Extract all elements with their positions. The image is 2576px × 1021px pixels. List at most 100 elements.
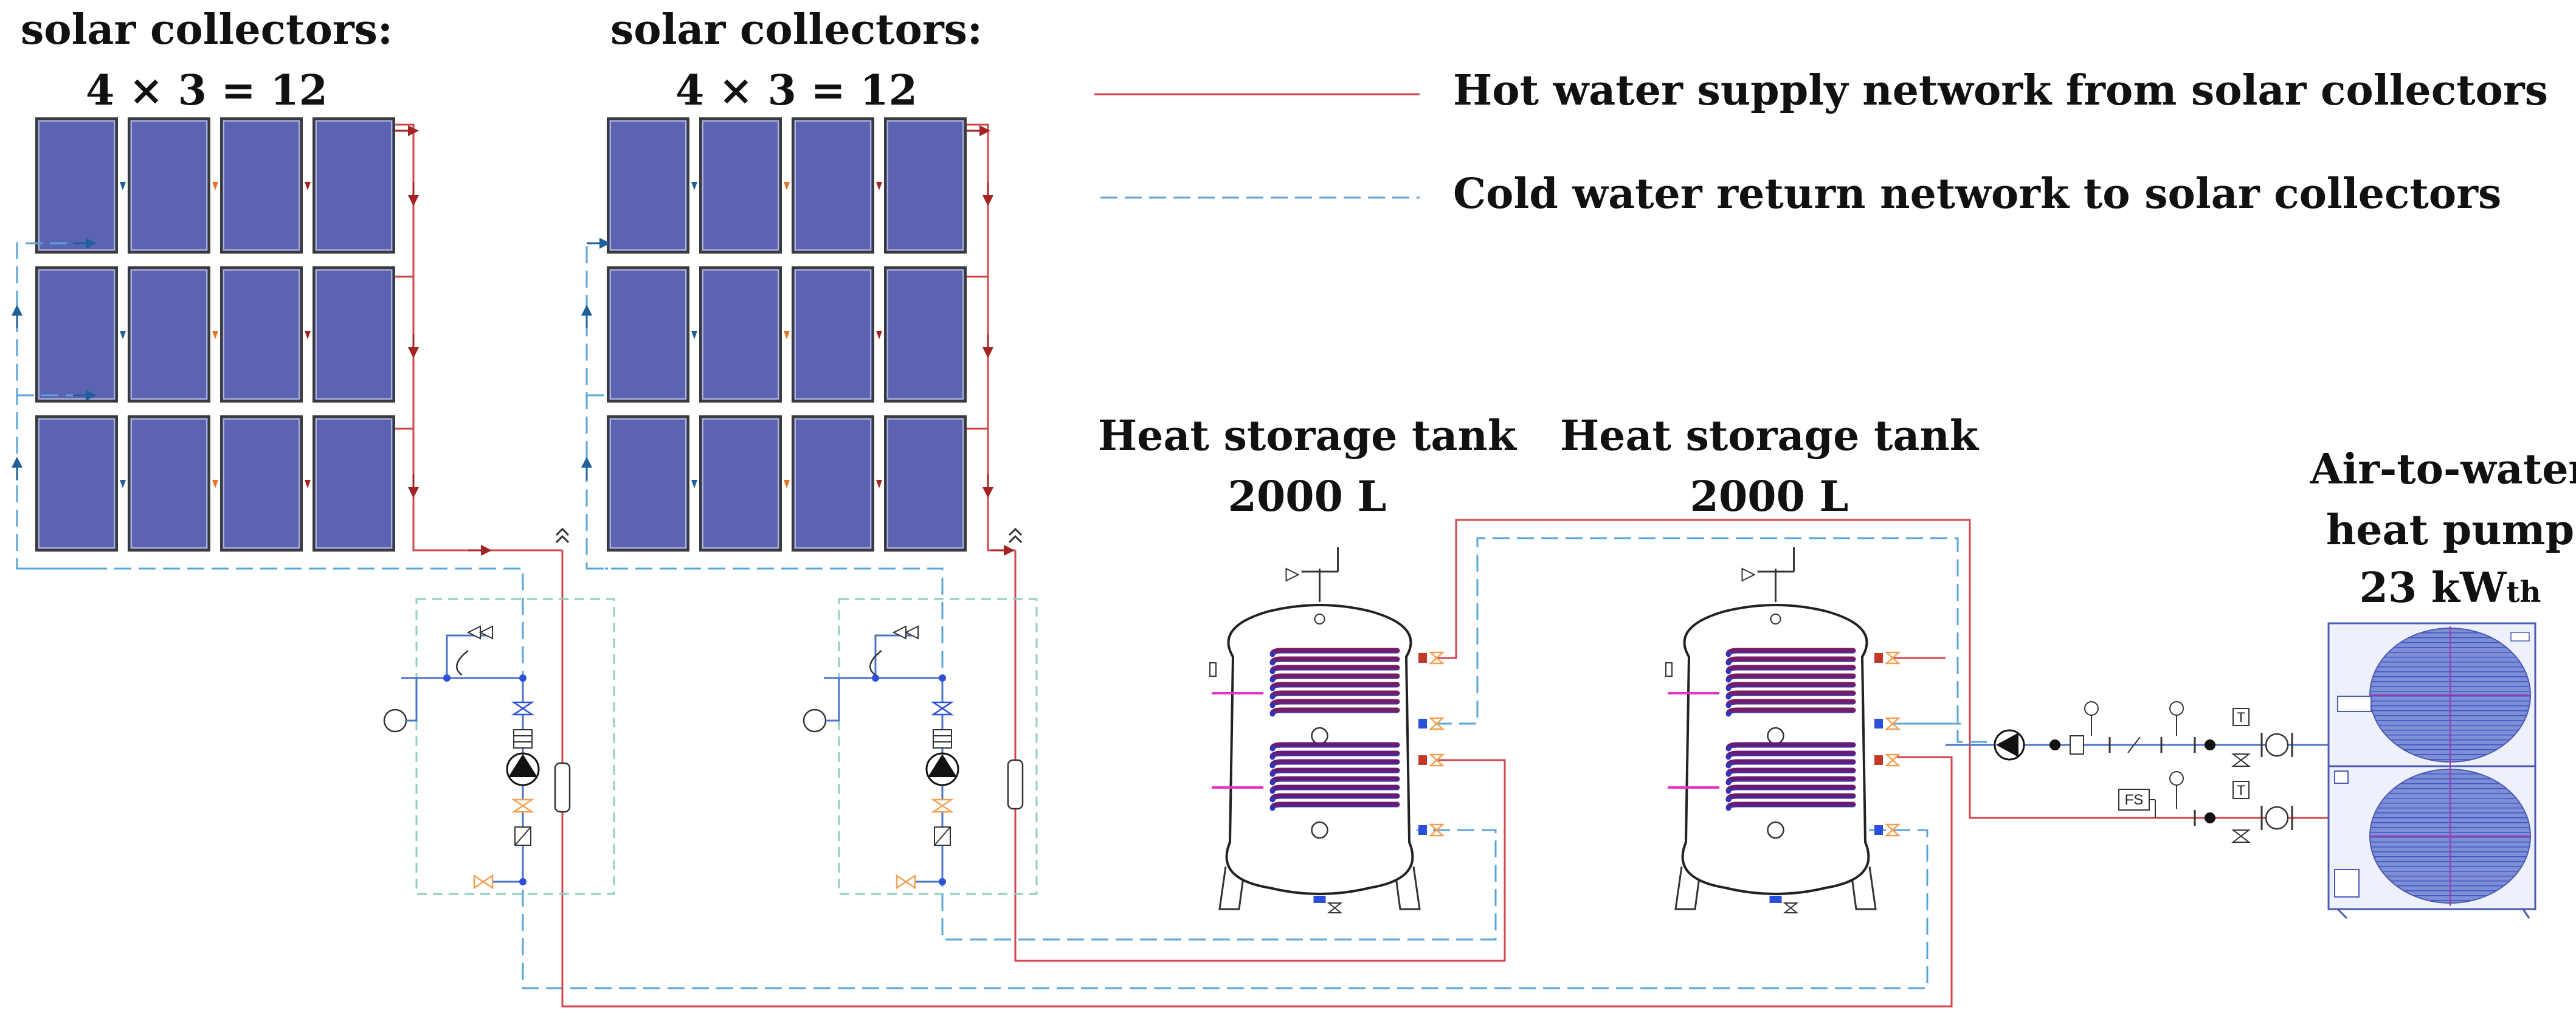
hot-main-2: [1014, 550, 1506, 962]
panel-frame: [38, 418, 115, 549]
solar-collector-panel: [35, 117, 118, 254]
tank-port-icon: [1311, 821, 1328, 839]
solar-collector-panel: [313, 266, 395, 403]
tank-leg: [1674, 866, 1701, 910]
junction-dot: [872, 674, 879, 682]
heat-exchanger-coil: [1269, 776, 1400, 786]
collector-group-1-title: solar collectors:: [21, 5, 393, 54]
drain-hook-icon: [456, 650, 469, 676]
pressure-gauge-icon: [2084, 701, 2099, 716]
valve-orange-icon: [930, 798, 955, 813]
junction-dot: [443, 674, 451, 682]
heat-pump-title-line2: heat pump: [2326, 506, 2574, 555]
panel-frame: [223, 269, 300, 400]
flow-direction-arrow-icon: [784, 480, 790, 488]
expansion-vessel-icon: [383, 708, 407, 733]
panel-frame: [223, 418, 300, 549]
air-vent-2: [1008, 527, 1023, 544]
tank-nozzle-icon: [1418, 653, 1427, 663]
heat-exchanger-coil: [1269, 750, 1400, 760]
panel-frame: [316, 120, 392, 251]
panel-frame: [38, 120, 115, 251]
flex-connector-icon: [2265, 733, 2289, 757]
flowmeter-icon: [933, 729, 952, 749]
solar-collector-panel: [792, 117, 874, 254]
safety-valve-icon: [466, 625, 493, 640]
solar-collector-panel: [35, 266, 118, 403]
solar-collector-panel: [792, 266, 874, 403]
ball-valve-icon: [930, 701, 955, 716]
solar-collector-panel: [313, 415, 395, 552]
legend-hot-label: Hot water supply network from solar coll…: [1453, 66, 2548, 115]
heat-exchanger-coil: [1269, 682, 1400, 691]
tank-valve-icon: [1884, 717, 1901, 730]
group1-hot-riser: [395, 123, 562, 552]
solar-collector-panel: [699, 117, 782, 254]
tank-port-icon: [1311, 727, 1328, 745]
tank-nozzle-icon: [1418, 755, 1427, 765]
flow-switch-label: FS: [2125, 792, 2144, 808]
tank-valve-icon: [1428, 753, 1445, 767]
tank-nozzle-icon: [1874, 825, 1883, 835]
solar-collector-panel: [607, 266, 689, 403]
group2-cold-return: [587, 567, 1497, 941]
heat-exchanger-coil: [1725, 707, 1856, 717]
tank-valve-icon: [1884, 753, 1901, 767]
ball-valve-icon: [2231, 753, 2251, 767]
tank-link-cold: [1435, 537, 1989, 745]
flow-direction-arrow-icon: [212, 331, 218, 339]
group1-cold-riser: [16, 242, 91, 570]
flow-direction-arrow-icon: [876, 480, 882, 488]
flow-direction-arrow-icon: [305, 331, 311, 339]
collector-group-2-count: 4 × 3 = 12: [675, 66, 917, 115]
panel-frame: [702, 120, 779, 251]
collector-group-2-title: solar collectors:: [610, 5, 982, 54]
panel-frame: [131, 120, 207, 251]
panel-frame: [702, 269, 779, 400]
tank-leg: [1850, 866, 1877, 910]
legend-cold-label: Cold water return network to solar colle…: [1453, 170, 2501, 218]
heat-pump-power: 23 kWth: [2360, 564, 2541, 612]
tank-leg: [1394, 866, 1421, 910]
heat-pump-power-subscript: th: [2506, 575, 2541, 609]
heat-exchanger-coil: [1269, 699, 1400, 708]
flow-direction-arrow-icon: [120, 331, 126, 339]
flow-direction-arrow-icon: [691, 480, 697, 488]
panel-frame: [795, 418, 871, 549]
panel-frame: [795, 120, 871, 251]
solar-collector-panel: [607, 117, 689, 254]
heat-meter-icon: [554, 762, 571, 813]
tank-nozzle-icon: [1874, 719, 1883, 729]
tank-2-title: Heat storage tank: [1560, 412, 1980, 460]
junction-dot: [519, 878, 527, 885]
tank-port-icon: [1767, 727, 1784, 745]
heat-exchanger-coil: [1269, 784, 1400, 794]
hot-main-1: [561, 550, 1953, 1008]
group2-hot-riser: [967, 123, 1015, 552]
solar-collector-panel: [128, 117, 210, 254]
panel-frame: [610, 269, 686, 400]
panel-frame: [887, 269, 964, 400]
heat-exchanger-coil: [1725, 784, 1856, 794]
flow-switch-box: [2118, 789, 2150, 811]
panel-frame: [316, 269, 392, 400]
flex-connector-icon: [2265, 806, 2289, 830]
solar-collector-panel: [699, 266, 782, 403]
heat-exchanger-coil: [1725, 690, 1856, 700]
tank-valve-icon: [1428, 651, 1445, 665]
safety-valve-icon: [1285, 567, 1300, 582]
collector-group-1: [35, 117, 395, 552]
collector-group-2: [607, 117, 967, 552]
air-vent-1: [555, 527, 570, 544]
group2-cold-riser: [585, 242, 608, 570]
fill-valve-icon: [473, 874, 494, 890]
heat-exchanger-coil: [1725, 648, 1856, 657]
tank-drain-nozzle-icon: [1769, 896, 1782, 903]
pump-station-2: [803, 598, 1038, 895]
fill-valve-icon: [896, 874, 916, 890]
ball-valve-icon: [511, 701, 535, 716]
pump-station-1: [383, 598, 615, 895]
heat-exchanger-coil: [1269, 673, 1400, 683]
heat-exchanger-coil: [1269, 656, 1400, 666]
flow-direction-arrow-icon: [120, 182, 126, 190]
